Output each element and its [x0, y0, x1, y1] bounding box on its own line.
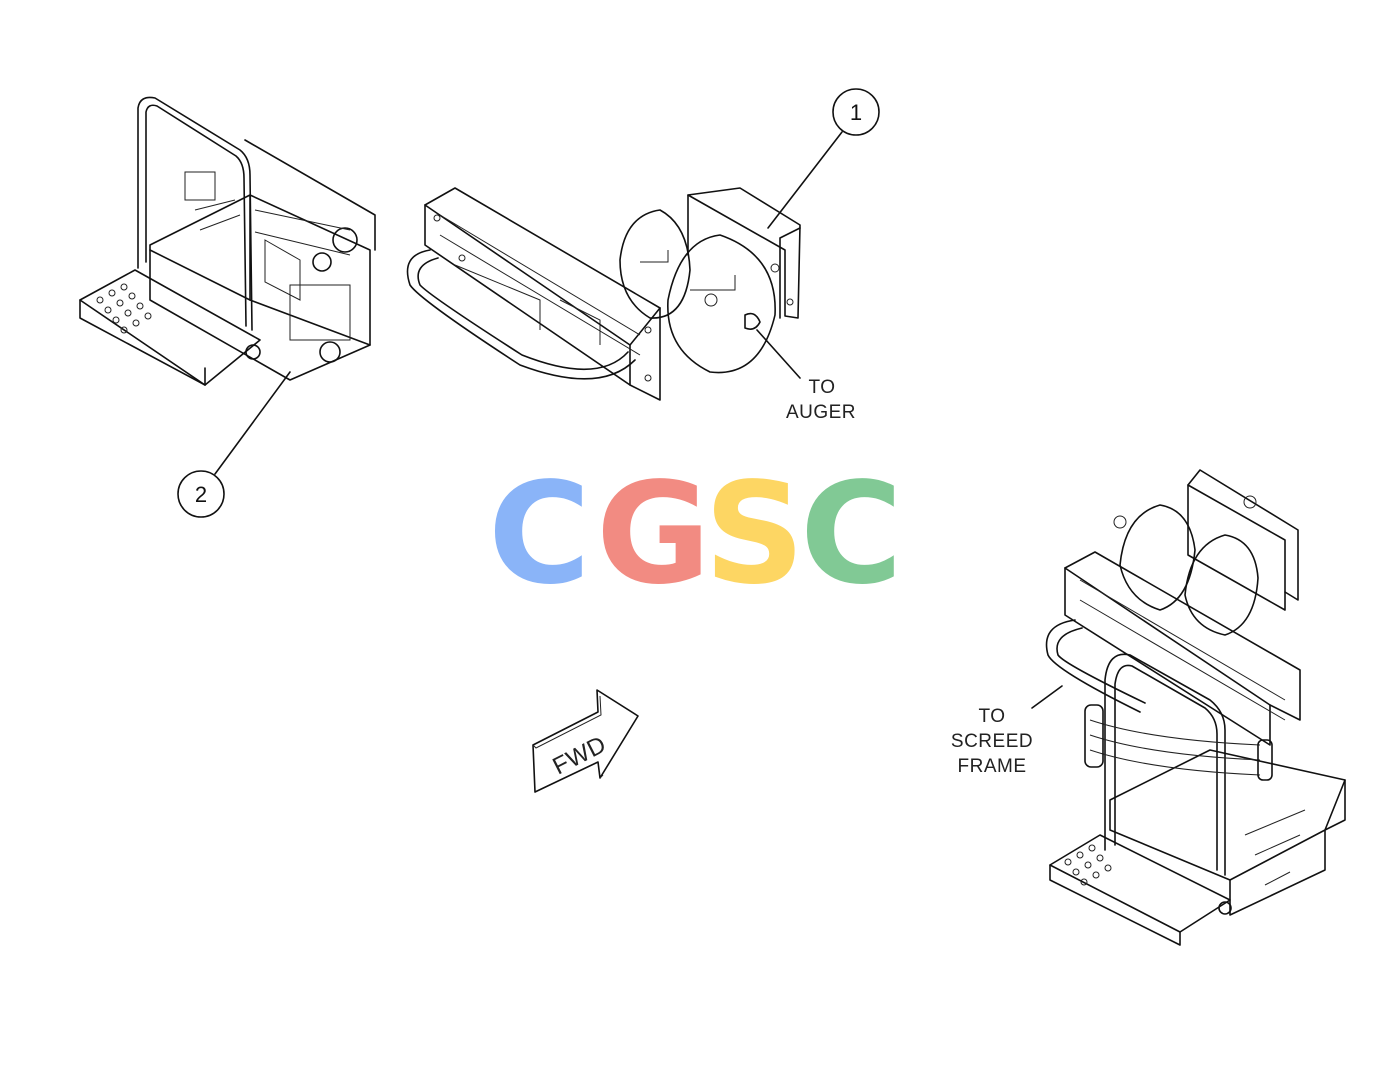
watermark-letter-3: S: [704, 453, 805, 616]
watermark-letter-4: C: [800, 453, 903, 616]
to-auger-line-2: AUGER: [786, 402, 856, 423]
auger-disc-assembly: [619, 187, 801, 374]
left-platform-assembly: [79, 96, 376, 386]
to-screed-line-2: SCREED: [951, 731, 1033, 752]
callout-1: 1: [767, 88, 880, 229]
callout-1-number: 1: [850, 100, 862, 125]
watermark-letter-1: C: [488, 453, 591, 616]
forward-direction-arrow: FWD: [532, 689, 639, 793]
to-auger-line-1: TO: [808, 377, 835, 398]
right-assembled-view: [1045, 469, 1346, 946]
fwd-label: FWD: [548, 731, 610, 781]
callout-2: 2: [177, 371, 291, 518]
cgsc-watermark: C G S C: [488, 453, 903, 616]
callout-2-number: 2: [195, 482, 207, 507]
to-screed-frame-label: TO SCREED FRAME: [951, 685, 1063, 777]
middle-frame-assembly: [406, 187, 661, 401]
to-auger-label: TO AUGER: [756, 329, 856, 423]
to-screed-line-3: FRAME: [958, 756, 1027, 777]
to-screed-line-1: TO: [978, 706, 1005, 727]
watermark-letter-2: G: [596, 453, 711, 616]
